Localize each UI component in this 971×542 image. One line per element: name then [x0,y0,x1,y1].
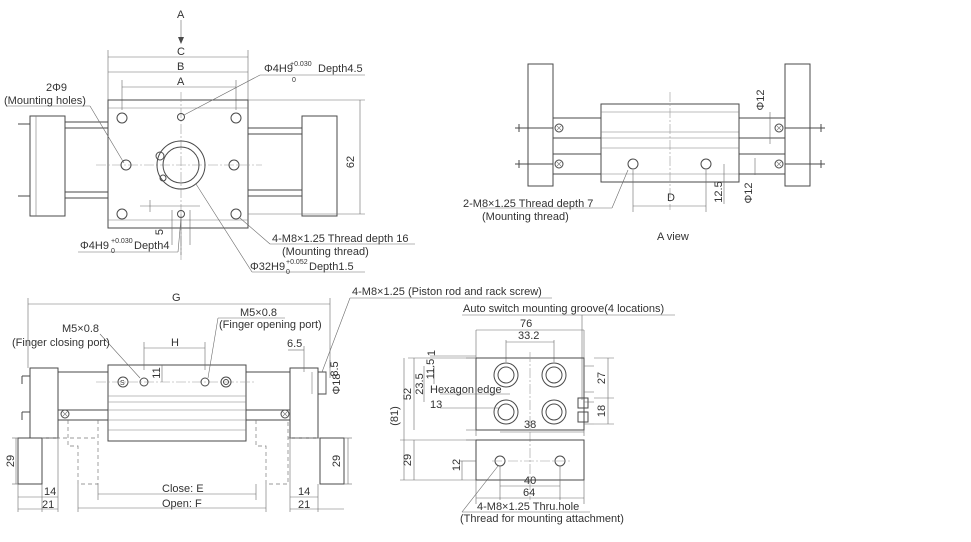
label-dim-12-front: 12 [451,459,463,471]
label-phi32h9-prefix: Φ32H9 [250,261,285,273]
label-dim-12-5: 12.5 [713,181,725,202]
label-dim-13: 13 [430,399,442,411]
label-dim-14-left: 14 [44,486,56,498]
label-m5-right: M5×0.8 [240,307,277,319]
label-dim-52: 52 [402,388,414,400]
label-dim-5: 5 [154,229,166,235]
label-open-f: Open: F [162,498,202,510]
label-dim-81: (81) [389,406,401,426]
a-view: Φ12 Φ12 D 12.5 2-M8×1.25 Thread depth 7 … [463,63,825,243]
label-dim-29-left: 29 [5,455,17,467]
label-finger-opening-port: (Finger opening port) [219,319,322,331]
label-dim-18: 18 [596,405,608,417]
label-top-a: A [177,9,185,21]
label-hexagon-edge: Hexagon edge [430,384,502,396]
label-phi4h9-top-prefix: Φ4H9 [264,63,293,75]
label-hole-2phi9: 2Φ9 [46,82,67,94]
label-dim-76: 76 [520,318,532,330]
label-dim-38: 38 [524,419,536,431]
label-dim-8-5: 8.5 [329,361,341,376]
label-dim-21-left: 21 [42,499,54,511]
label-dim-g: G [172,292,181,304]
label-dim-6-5: 6.5 [287,338,302,350]
label-dim-d: D [667,192,675,204]
label-dim-14-right: 14 [298,486,310,498]
label-dim-phi18: Φ18 [331,373,343,394]
label-close-e: Close: E [162,483,204,495]
label-dim-21-right: 21 [298,499,310,511]
label-dim-c: C [177,46,185,58]
label-dim-23-5: 23.5 [414,373,426,394]
label-dim-33-2: 33.2 [518,330,539,342]
label-dim-h: H [171,337,179,349]
label-phi32h9-tol-upper: +0.052 [286,259,308,266]
label-phi4h9-top-depth: Depth4.5 [318,63,363,75]
label-thread-2m8-depth7: 2-M8×1.25 Thread depth 7 [463,198,593,210]
front-view: Auto switch mounting groove(4 locations)… [389,303,675,525]
label-phi12-top: Φ12 [755,89,767,110]
label-dim-29-right: 29 [331,455,343,467]
label-dim-1: 1 [426,350,438,356]
top-view: A C B A [4,9,415,276]
label-phi4h9-top-tol-lower: 0 [292,77,296,84]
port-s-symbol: S [120,380,125,387]
label-phi4h9-bottom-prefix: Φ4H9 [80,240,109,252]
label-phi12-bottom: Φ12 [743,182,755,203]
label-dim-40: 40 [524,475,536,487]
label-phi4h9-top-tol-upper: +0.030 [290,61,312,68]
label-piston-rod-screw: 4-M8×1.25 (Piston rod and rack screw) [352,286,542,298]
label-a-view: A view [657,231,689,243]
label-dim-11-5: 11.5 [425,359,437,380]
label-m5-left: M5×0.8 [62,323,99,335]
label-mounting-thread-1: (Mounting thread) [282,246,369,258]
label-dim-a-inner: A [177,76,185,88]
label-dim-64: 64 [523,487,535,499]
label-auto-switch-groove: Auto switch mounting groove(4 locations) [463,303,664,315]
label-dim-b: B [177,61,184,73]
label-finger-closing-port: (Finger closing port) [12,337,110,349]
label-mounting-holes: (Mounting holes) [4,95,86,107]
label-dim-29-front: 29 [402,454,414,466]
label-thru-hole: 4-M8×1.25 Thru.hole [477,501,579,513]
label-phi4h9-bottom-tol-upper: +0.030 [111,238,133,245]
label-thread-4m8-depth16: 4-M8×1.25 Thread depth 16 [272,233,408,245]
label-dim-62: 62 [345,156,357,168]
label-dim-11: 11 [151,367,163,378]
side-view: G S H 11 [5,286,552,512]
label-dim-27: 27 [596,372,608,384]
label-mounting-thread-2: (Mounting thread) [482,211,569,223]
label-phi4h9-bottom-depth: Depth4 [134,240,169,252]
label-phi4h9-bottom-tol-lower: 0 [111,248,115,255]
label-phi32h9-depth: Depth1.5 [309,261,354,273]
label-mounting-attachment: (Thread for mounting attachment) [460,513,624,525]
label-phi32h9-tol-lower: 0 [286,269,290,276]
